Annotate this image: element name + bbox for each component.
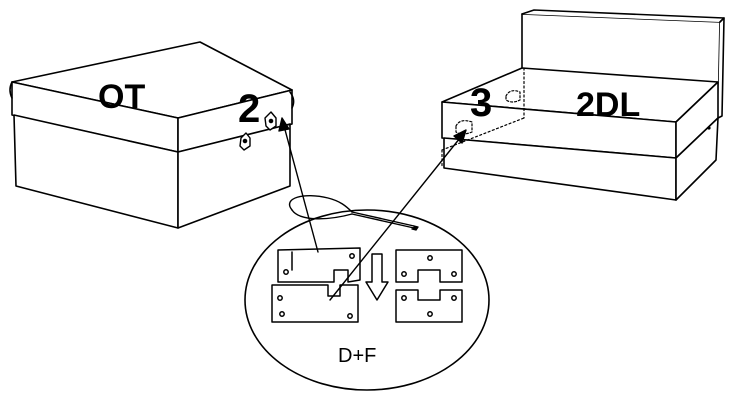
step-number-sofa: 3 [470, 81, 492, 125]
connector-label: D+F [338, 345, 376, 367]
bracket-icon [271, 247, 361, 323]
ottoman-connector-icon [239, 111, 277, 151]
leader-line-ottoman [278, 117, 319, 253]
ottoman-label: OT [98, 78, 145, 116]
ottoman-block [9, 41, 295, 229]
sofa-block [441, 9, 725, 201]
bracket-icon [395, 249, 463, 323]
pliers-icon [288, 194, 419, 231]
sofa-side-guide [441, 67, 525, 169]
leader-line-sofa [329, 129, 467, 301]
sofa-label: 2DL [576, 86, 640, 124]
step-number-ottoman: 2 [238, 87, 260, 131]
down-arrow-icon [365, 253, 389, 301]
